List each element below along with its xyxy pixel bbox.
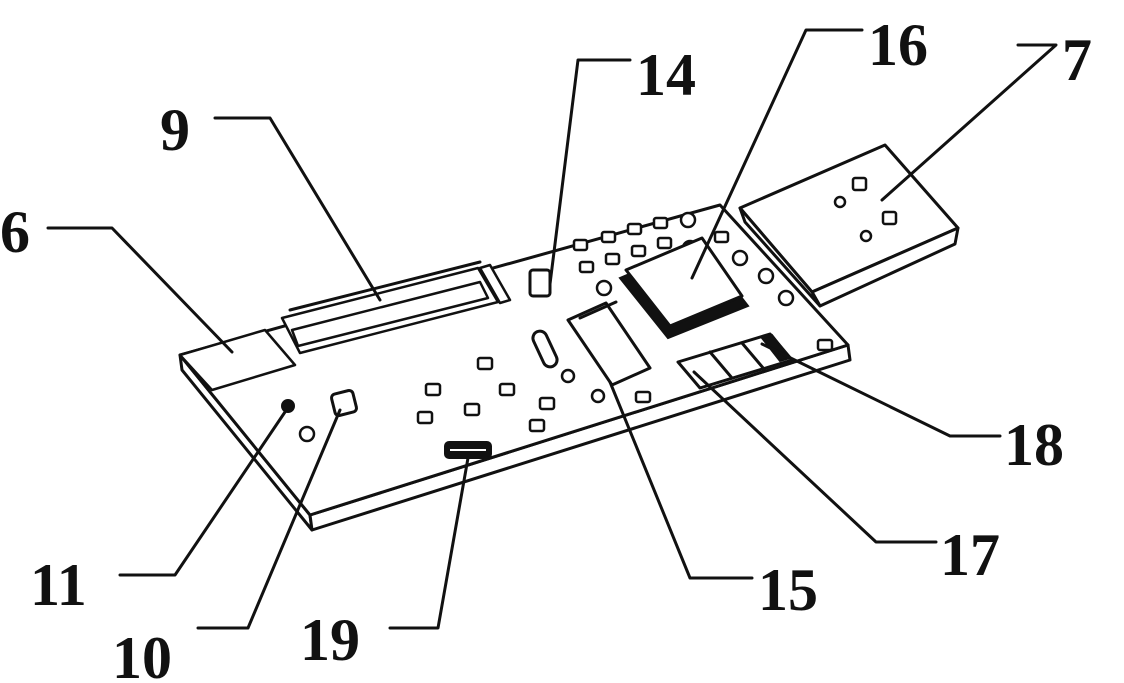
pad — [424, 382, 442, 397]
label-7: 7 — [1062, 27, 1092, 93]
pad — [626, 222, 643, 236]
label-16: 16 — [868, 12, 928, 78]
usb-front — [738, 206, 822, 308]
component-15 — [566, 301, 652, 387]
usb-hole — [851, 176, 868, 192]
pad — [713, 230, 730, 244]
pad — [604, 252, 621, 266]
via — [560, 368, 576, 384]
leader-lines — [46, 28, 1058, 630]
via — [731, 249, 749, 267]
pad — [572, 238, 589, 252]
chip-body — [624, 236, 744, 328]
board-pads — [416, 338, 834, 433]
label-14: 14 — [636, 42, 696, 108]
leader-7 — [880, 43, 1058, 202]
led-hole — [281, 399, 295, 413]
label-15: 15 — [758, 557, 818, 623]
leader-15 — [608, 380, 754, 580]
pad — [652, 216, 669, 230]
chip-pads — [572, 211, 795, 307]
usb-dot — [859, 229, 873, 243]
leader-11 — [118, 410, 287, 577]
label-10: 10 — [112, 625, 172, 683]
leader-19 — [388, 456, 470, 630]
pad — [816, 338, 834, 352]
leader-16 — [690, 28, 864, 280]
pad — [578, 260, 595, 274]
label-17: 17 — [940, 522, 1000, 588]
leader-9 — [213, 116, 382, 302]
via — [595, 279, 613, 297]
pad — [538, 396, 556, 411]
reference-numerals: 6 7 9 10 11 14 15 16 17 18 19 — [0, 12, 1092, 683]
pad — [463, 402, 481, 417]
label-9: 9 — [160, 97, 190, 163]
divider — [740, 341, 766, 371]
leader-18 — [760, 342, 1002, 438]
slot-edge-line — [288, 260, 482, 312]
leader-6 — [46, 226, 234, 354]
pad — [476, 356, 494, 371]
pad — [528, 418, 546, 433]
usb-dot — [833, 195, 847, 209]
slot-end-cap — [478, 263, 512, 305]
divider — [708, 350, 734, 380]
pad — [498, 382, 516, 397]
label-19: 19 — [300, 607, 360, 673]
button-10 — [330, 389, 358, 417]
label-6: 6 — [0, 199, 30, 265]
board-end-block — [178, 328, 297, 392]
slot — [280, 260, 512, 355]
leader-14 — [548, 58, 632, 286]
pad — [600, 230, 617, 244]
connector-19 — [444, 441, 492, 459]
label-11: 11 — [30, 552, 87, 618]
component-14 — [528, 268, 552, 298]
leader-17 — [692, 370, 938, 544]
component-15-edge — [578, 300, 618, 320]
usb-hole — [881, 210, 898, 226]
slot-inner — [290, 280, 490, 348]
pad — [656, 236, 673, 250]
via — [590, 388, 606, 404]
via — [777, 289, 795, 307]
pad — [630, 244, 647, 258]
via — [757, 267, 775, 285]
chip-16 — [618, 236, 750, 340]
pad — [416, 410, 434, 425]
via — [679, 211, 697, 229]
leader-10 — [196, 408, 342, 630]
pad — [634, 390, 652, 404]
label-18: 18 — [1004, 412, 1064, 478]
small-pad — [298, 425, 316, 443]
oval-component — [531, 329, 559, 369]
